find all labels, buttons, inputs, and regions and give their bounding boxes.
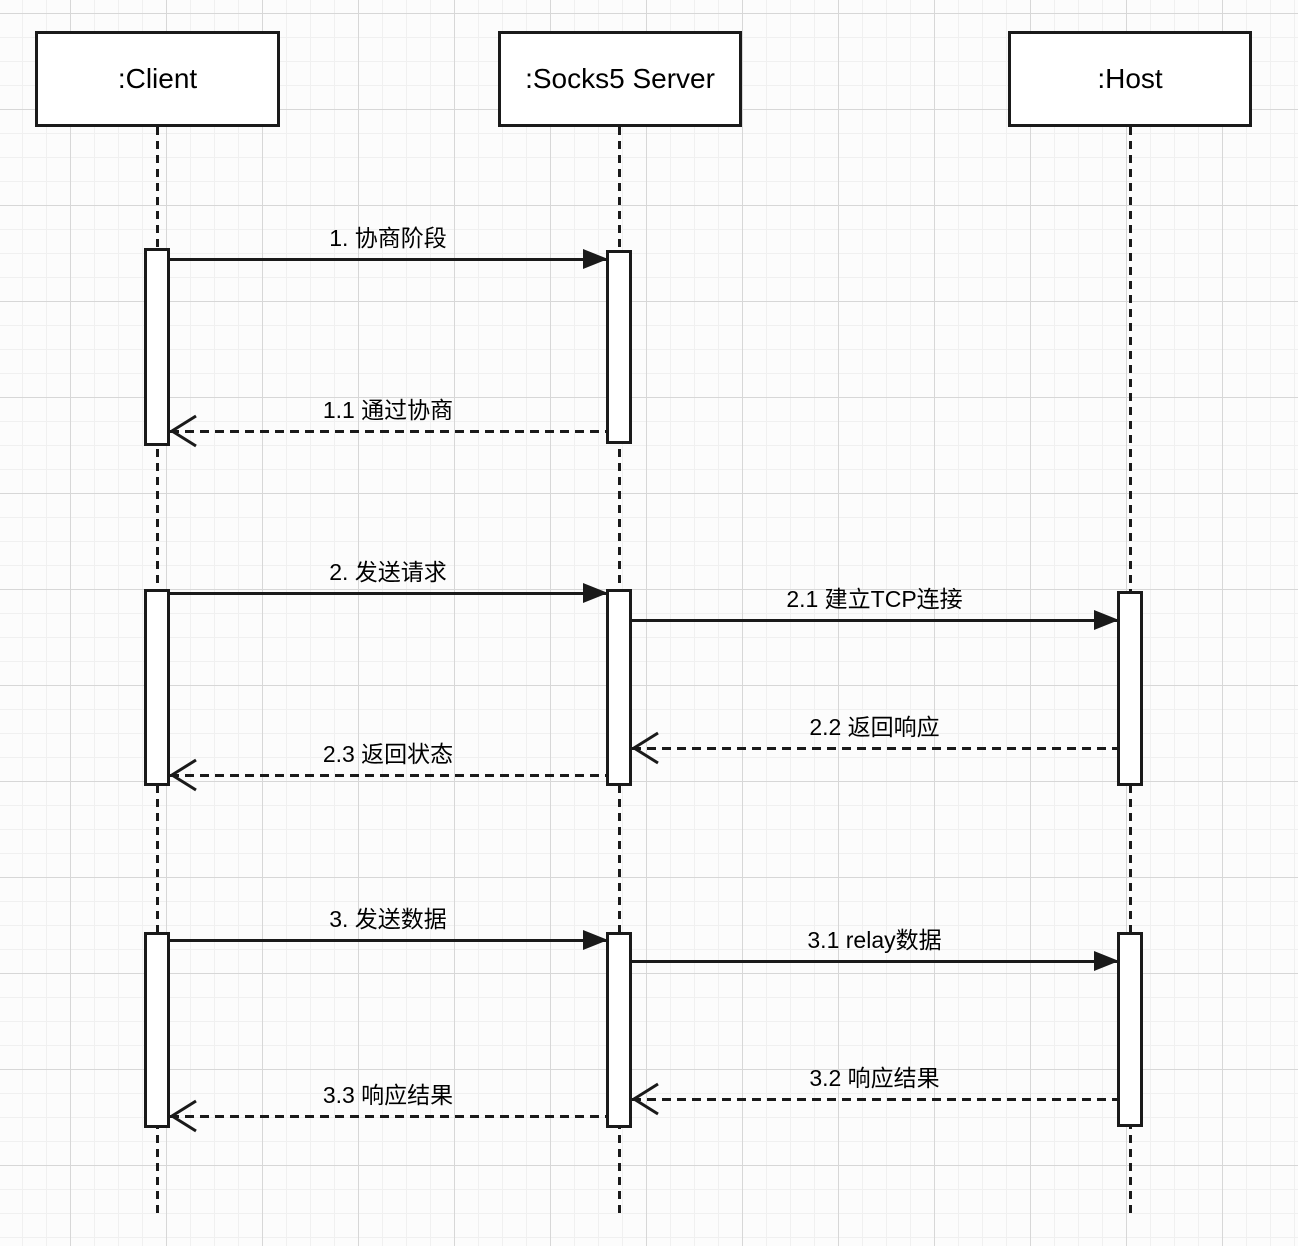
actor-label-host: :Host: [1097, 63, 1163, 94]
message-label: 1.1 通过协商: [322, 397, 454, 423]
activation-bar-host: [1117, 591, 1143, 786]
message-label: 3. 发送数据: [329, 906, 447, 932]
message-line-solid: [170, 938, 606, 942]
filled-arrowhead-icon: [1094, 610, 1119, 630]
activation-bar-host: [1117, 932, 1143, 1127]
message-label: 3.2 响应结果: [809, 1065, 940, 1091]
message-line-solid: [632, 618, 1117, 622]
actor-box-host: :Host: [1008, 31, 1252, 127]
message-line-dashed: [170, 773, 606, 777]
open-arrowhead-icon: [169, 1099, 197, 1133]
activation-bar-client: [144, 589, 170, 786]
open-arrowhead-icon: [169, 414, 197, 448]
actor-label-socks5-server: :Socks5 Server: [525, 63, 715, 94]
activation-bar-client: [144, 932, 170, 1128]
message-label: 2.1 建立TCP连接: [786, 586, 963, 612]
open-arrowhead-icon: [631, 731, 659, 765]
message-label: 2.2 返回响应: [809, 714, 940, 740]
actor-box-socks5-server: :Socks5 Server: [498, 31, 742, 127]
open-arrowhead-icon: [169, 758, 197, 792]
message-label: 2.3 返回状态: [322, 741, 454, 767]
filled-arrowhead-icon: [1094, 951, 1119, 971]
filled-arrowhead-icon: [583, 249, 608, 269]
message-label: 3.3 响应结果: [322, 1082, 454, 1108]
message-line-solid: [170, 591, 606, 595]
message-label: 1. 协商阶段: [329, 225, 447, 251]
activation-bar-socks5-server: [606, 250, 632, 444]
message-line-dashed: [632, 746, 1117, 750]
message-line-dashed: [632, 1097, 1117, 1101]
message-line-solid: [632, 959, 1117, 963]
filled-arrowhead-icon: [583, 583, 608, 603]
activation-bar-socks5-server: [606, 589, 632, 786]
message-line-dashed: [170, 429, 606, 433]
message-line-solid: [170, 257, 606, 261]
open-arrowhead-icon: [631, 1082, 659, 1116]
filled-arrowhead-icon: [583, 930, 608, 950]
actor-box-client: :Client: [35, 31, 280, 127]
message-line-dashed: [170, 1114, 606, 1118]
actor-label-client: :Client: [117, 63, 198, 94]
activation-bar-client: [144, 248, 170, 446]
message-label: 3.1 relay数据: [807, 927, 942, 953]
message-label: 2. 发送请求: [329, 559, 447, 585]
activation-bar-socks5-server: [606, 932, 632, 1128]
